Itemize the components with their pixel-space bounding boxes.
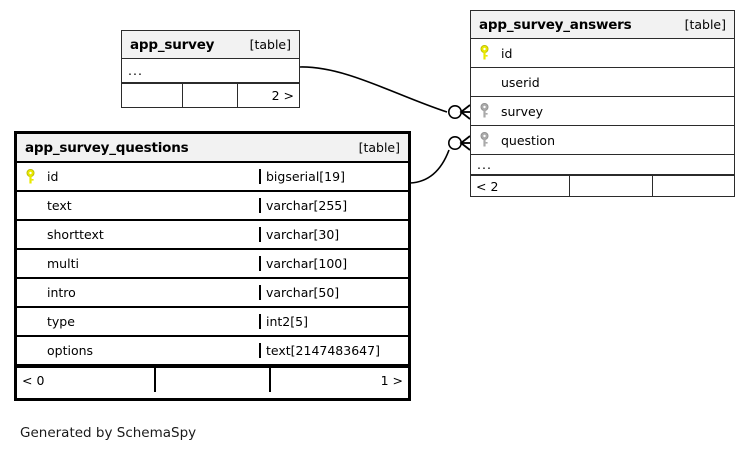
questions-footer-left[interactable]: < 0 bbox=[17, 368, 154, 392]
table-app-survey-questions-header: app_survey_questions [table] bbox=[17, 134, 408, 163]
row-questions-text-name: text bbox=[47, 198, 72, 213]
table-app-survey-footer: 2 > bbox=[122, 83, 299, 107]
row-questions-multi[interactable]: multi varchar[100] bbox=[17, 250, 408, 279]
table-app-survey-header: app_survey [table] bbox=[122, 31, 299, 59]
row-questions-intro-type: varchar[50] bbox=[259, 285, 408, 300]
table-app-survey-answers-ellipsis-row: ... bbox=[471, 155, 734, 175]
table-app-survey-answers-tag: [table] bbox=[684, 17, 726, 32]
relationship-survey-to-answers bbox=[299, 66, 471, 120]
row-answers-userid[interactable]: userid bbox=[471, 68, 734, 97]
questions-footer-right[interactable]: 1 > bbox=[269, 368, 408, 392]
table-app-survey-questions-title: app_survey_questions bbox=[25, 139, 189, 156]
answers-footer-left[interactable]: < 2 bbox=[471, 176, 569, 196]
row-answers-userid-name: userid bbox=[501, 74, 540, 90]
row-questions-options[interactable]: options text[2147483647] bbox=[17, 337, 408, 366]
table-app-survey-answers[interactable]: app_survey_answers [table] id userid bbox=[470, 10, 735, 197]
row-questions-multi-type: varchar[100] bbox=[259, 256, 408, 271]
row-answers-survey-name: survey bbox=[501, 103, 544, 119]
ellipsis-label-answers: ... bbox=[477, 157, 492, 172]
key-icon-foreign-question bbox=[471, 132, 497, 148]
row-answers-survey[interactable]: survey bbox=[471, 97, 734, 126]
table-app-survey-questions[interactable]: app_survey_questions [table] id bigseria… bbox=[14, 131, 411, 401]
table-app-survey-tag: [table] bbox=[249, 37, 291, 52]
ellipsis-label: ... bbox=[128, 63, 143, 78]
questions-footer-left-label: < 0 bbox=[22, 372, 45, 388]
row-answers-id[interactable]: id bbox=[471, 39, 734, 68]
row-questions-id-type: bigserial[19] bbox=[259, 169, 408, 184]
table-app-survey[interactable]: app_survey [table] ... 2 > bbox=[121, 30, 300, 108]
key-icon-primary bbox=[471, 45, 497, 61]
key-icon-primary-questions-id bbox=[17, 168, 43, 185]
table-app-survey-questions-tag: [table] bbox=[358, 140, 400, 155]
table-app-survey-ellipsis-row: ... bbox=[122, 59, 299, 83]
answers-footer-right[interactable] bbox=[652, 176, 734, 196]
row-answers-question[interactable]: question bbox=[471, 126, 734, 155]
row-questions-intro[interactable]: intro varchar[50] bbox=[17, 279, 408, 308]
table-app-survey-answers-footer: < 2 bbox=[471, 175, 734, 196]
table-app-survey-title: app_survey bbox=[130, 36, 215, 53]
app-survey-footer-middle[interactable] bbox=[182, 84, 237, 107]
app-survey-footer-right[interactable]: 2 > bbox=[237, 84, 299, 107]
row-questions-text[interactable]: text varchar[255] bbox=[17, 192, 408, 221]
answers-footer-left-label: < 2 bbox=[476, 178, 499, 194]
row-questions-intro-name: intro bbox=[47, 285, 76, 300]
app-survey-footer-left[interactable] bbox=[122, 84, 182, 107]
relationship-questions-to-answers bbox=[409, 135, 471, 184]
row-questions-id-name: id bbox=[47, 169, 59, 184]
questions-footer-middle[interactable] bbox=[154, 368, 269, 392]
row-questions-id[interactable]: id bigserial[19] bbox=[17, 163, 408, 192]
table-app-survey-answers-header: app_survey_answers [table] bbox=[471, 11, 734, 39]
app-survey-footer-right-label: 2 > bbox=[271, 88, 294, 103]
row-questions-type-type: int2[5] bbox=[259, 314, 408, 329]
answers-footer-middle[interactable] bbox=[569, 176, 652, 196]
table-app-survey-questions-footer: < 0 1 > bbox=[17, 366, 408, 392]
row-questions-shorttext-type: varchar[30] bbox=[259, 227, 408, 242]
questions-footer-right-label: 1 > bbox=[380, 372, 403, 388]
table-app-survey-answers-title: app_survey_answers bbox=[479, 16, 632, 33]
key-icon-foreign-survey bbox=[471, 103, 497, 119]
row-questions-options-name: options bbox=[47, 343, 94, 358]
row-answers-question-name: question bbox=[501, 132, 556, 148]
row-questions-shorttext-name: shorttext bbox=[47, 227, 104, 242]
row-questions-shorttext[interactable]: shorttext varchar[30] bbox=[17, 221, 408, 250]
row-questions-multi-name: multi bbox=[47, 256, 79, 271]
row-questions-type[interactable]: type int2[5] bbox=[17, 308, 408, 337]
row-answers-id-name: id bbox=[501, 45, 513, 61]
row-questions-options-type: text[2147483647] bbox=[259, 343, 408, 358]
row-questions-type-name: type bbox=[47, 314, 75, 329]
row-questions-text-type: varchar[255] bbox=[259, 198, 408, 213]
generated-by-caption: Generated by SchemaSpy bbox=[20, 425, 197, 441]
